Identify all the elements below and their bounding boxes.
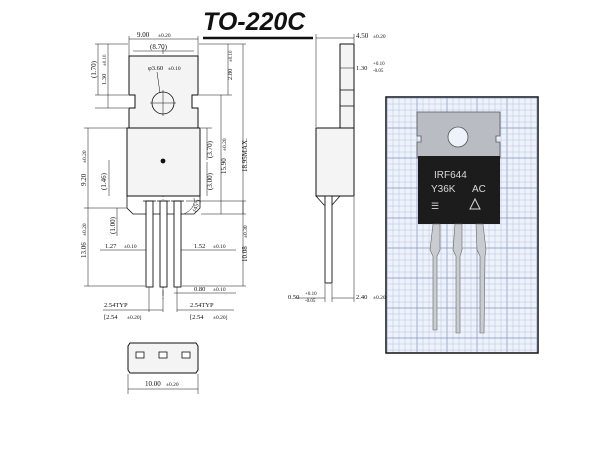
dim-height-1590-tol: ±0.20 <box>222 138 228 151</box>
body-dot <box>160 158 166 164</box>
dim-370: (3.70) <box>206 140 214 158</box>
dim-pitch-tol-left: ±0.20] <box>127 315 142 321</box>
lead-2 <box>159 200 168 288</box>
photo-lead-2 <box>452 223 463 334</box>
dim-body-height-tol: ±0.20 <box>82 150 88 163</box>
dim-side-offset-tol: ±0.20 <box>373 295 386 301</box>
dim-side-thickness: 4.50 <box>356 32 369 40</box>
photo-lead-1 <box>429 223 441 331</box>
dim-hole-tol: ±0.10 <box>168 66 181 72</box>
dim-pitch-typ-left: 2.54TYP <box>104 302 128 309</box>
dim-bottom-width-tol: ±0.20 <box>166 382 179 388</box>
dim-pitch-right: [2.54 <box>190 314 204 321</box>
dim-lead-w-127: 1.27 <box>105 243 117 250</box>
side-body <box>315 127 355 197</box>
dim-300: (3.00) <box>206 172 214 190</box>
bottom-view: 10.00 ±0.20 <box>127 342 199 394</box>
dim-notch-tol: ±0.10 <box>103 54 108 66</box>
dim-tab-top: (1.70) <box>90 60 98 78</box>
marking-part-number: IRF644 <box>434 170 467 181</box>
dim-side-tab-tol-minus: -0.05 <box>373 69 384 74</box>
triangle-logo-icon <box>469 197 481 210</box>
logo-mark: ☰ <box>431 201 439 211</box>
marking-suffix: AC <box>472 184 486 195</box>
dim-lead-len-1008-tol: ±0.30 <box>243 225 249 238</box>
title: TO-220C <box>203 8 306 36</box>
lead-3 <box>173 200 182 288</box>
side-tab <box>339 43 355 129</box>
dim-lead-w-152: 1.52 <box>194 243 205 250</box>
dim-side-lead-tol-minus: -0.05 <box>305 299 316 304</box>
dim-bottom-width: 10.00 <box>145 380 161 388</box>
dim-lead-len-1306: 13.06 <box>80 242 88 258</box>
dim-notch: 1.30 <box>101 74 108 85</box>
dim-hole-offset: 2.80 <box>227 69 234 80</box>
dim-lead-w-127-tol: ±0.10 <box>124 244 137 250</box>
dim-pitch-left: [2.54 <box>104 314 118 321</box>
photo-lead-3 <box>475 223 487 334</box>
dim-100: (1.00) <box>109 216 117 234</box>
dim-width-top-tol: ±0.20 <box>158 33 171 39</box>
front-view: 9.00 ±0.20 (8.70) φ3.60 ±0.10 (1.70) 1.3… <box>80 31 249 321</box>
component-photo: IRF644 Y36K AC ☰ <box>385 96 539 354</box>
dim-height-1590: 15.90 <box>220 158 228 174</box>
dim-lead-w-152-tol: ±0.10 <box>213 244 226 250</box>
dim-side-tab-thk: 1.30 <box>356 65 367 72</box>
side-view: 4.50 ±0.20 1.30 +0.10 -0.05 0.50 +0.10 -… <box>288 32 386 304</box>
dim-angle: (45°) <box>191 199 202 213</box>
dim-lead-len-1306-tol: ±0.20 <box>82 223 88 236</box>
dim-side-lead-thk: 0.50 <box>288 294 299 301</box>
dim-hole-offset-tol: ±0.10 <box>229 50 234 62</box>
dim-pitch-typ-right: 2.54TYP <box>190 302 214 309</box>
dim-lead-thk-tol: ±0.10 <box>213 287 226 293</box>
dim-hole-dia: φ3.60 <box>148 65 163 72</box>
dim-146: (1.46) <box>100 172 108 190</box>
dim-side-tab-tol-plus: +0.10 <box>373 62 385 67</box>
dim-side-thickness-tol: ±0.20 <box>373 34 386 40</box>
lead-1 <box>145 200 154 288</box>
marking-date-code: Y36K <box>431 184 456 195</box>
dim-max-height: 18.95MAX. <box>241 138 249 172</box>
dim-lead-thk: 0.80 <box>194 286 205 293</box>
dim-pitch-tol-right: ±0.20] <box>213 315 228 321</box>
dim-width-top: 9.00 <box>137 31 150 39</box>
photo-chip-body <box>418 156 500 224</box>
dim-inner-width: (8.70) <box>150 43 168 51</box>
side-lead <box>324 195 333 284</box>
dim-body-height: 9.20 <box>80 173 88 186</box>
dim-side-offset: 2.40 <box>356 294 367 301</box>
dim-side-lead-tol-plus: +0.10 <box>305 292 317 297</box>
dim-lead-len-1008: 10.08 <box>241 246 249 262</box>
photo-hole <box>447 126 469 148</box>
